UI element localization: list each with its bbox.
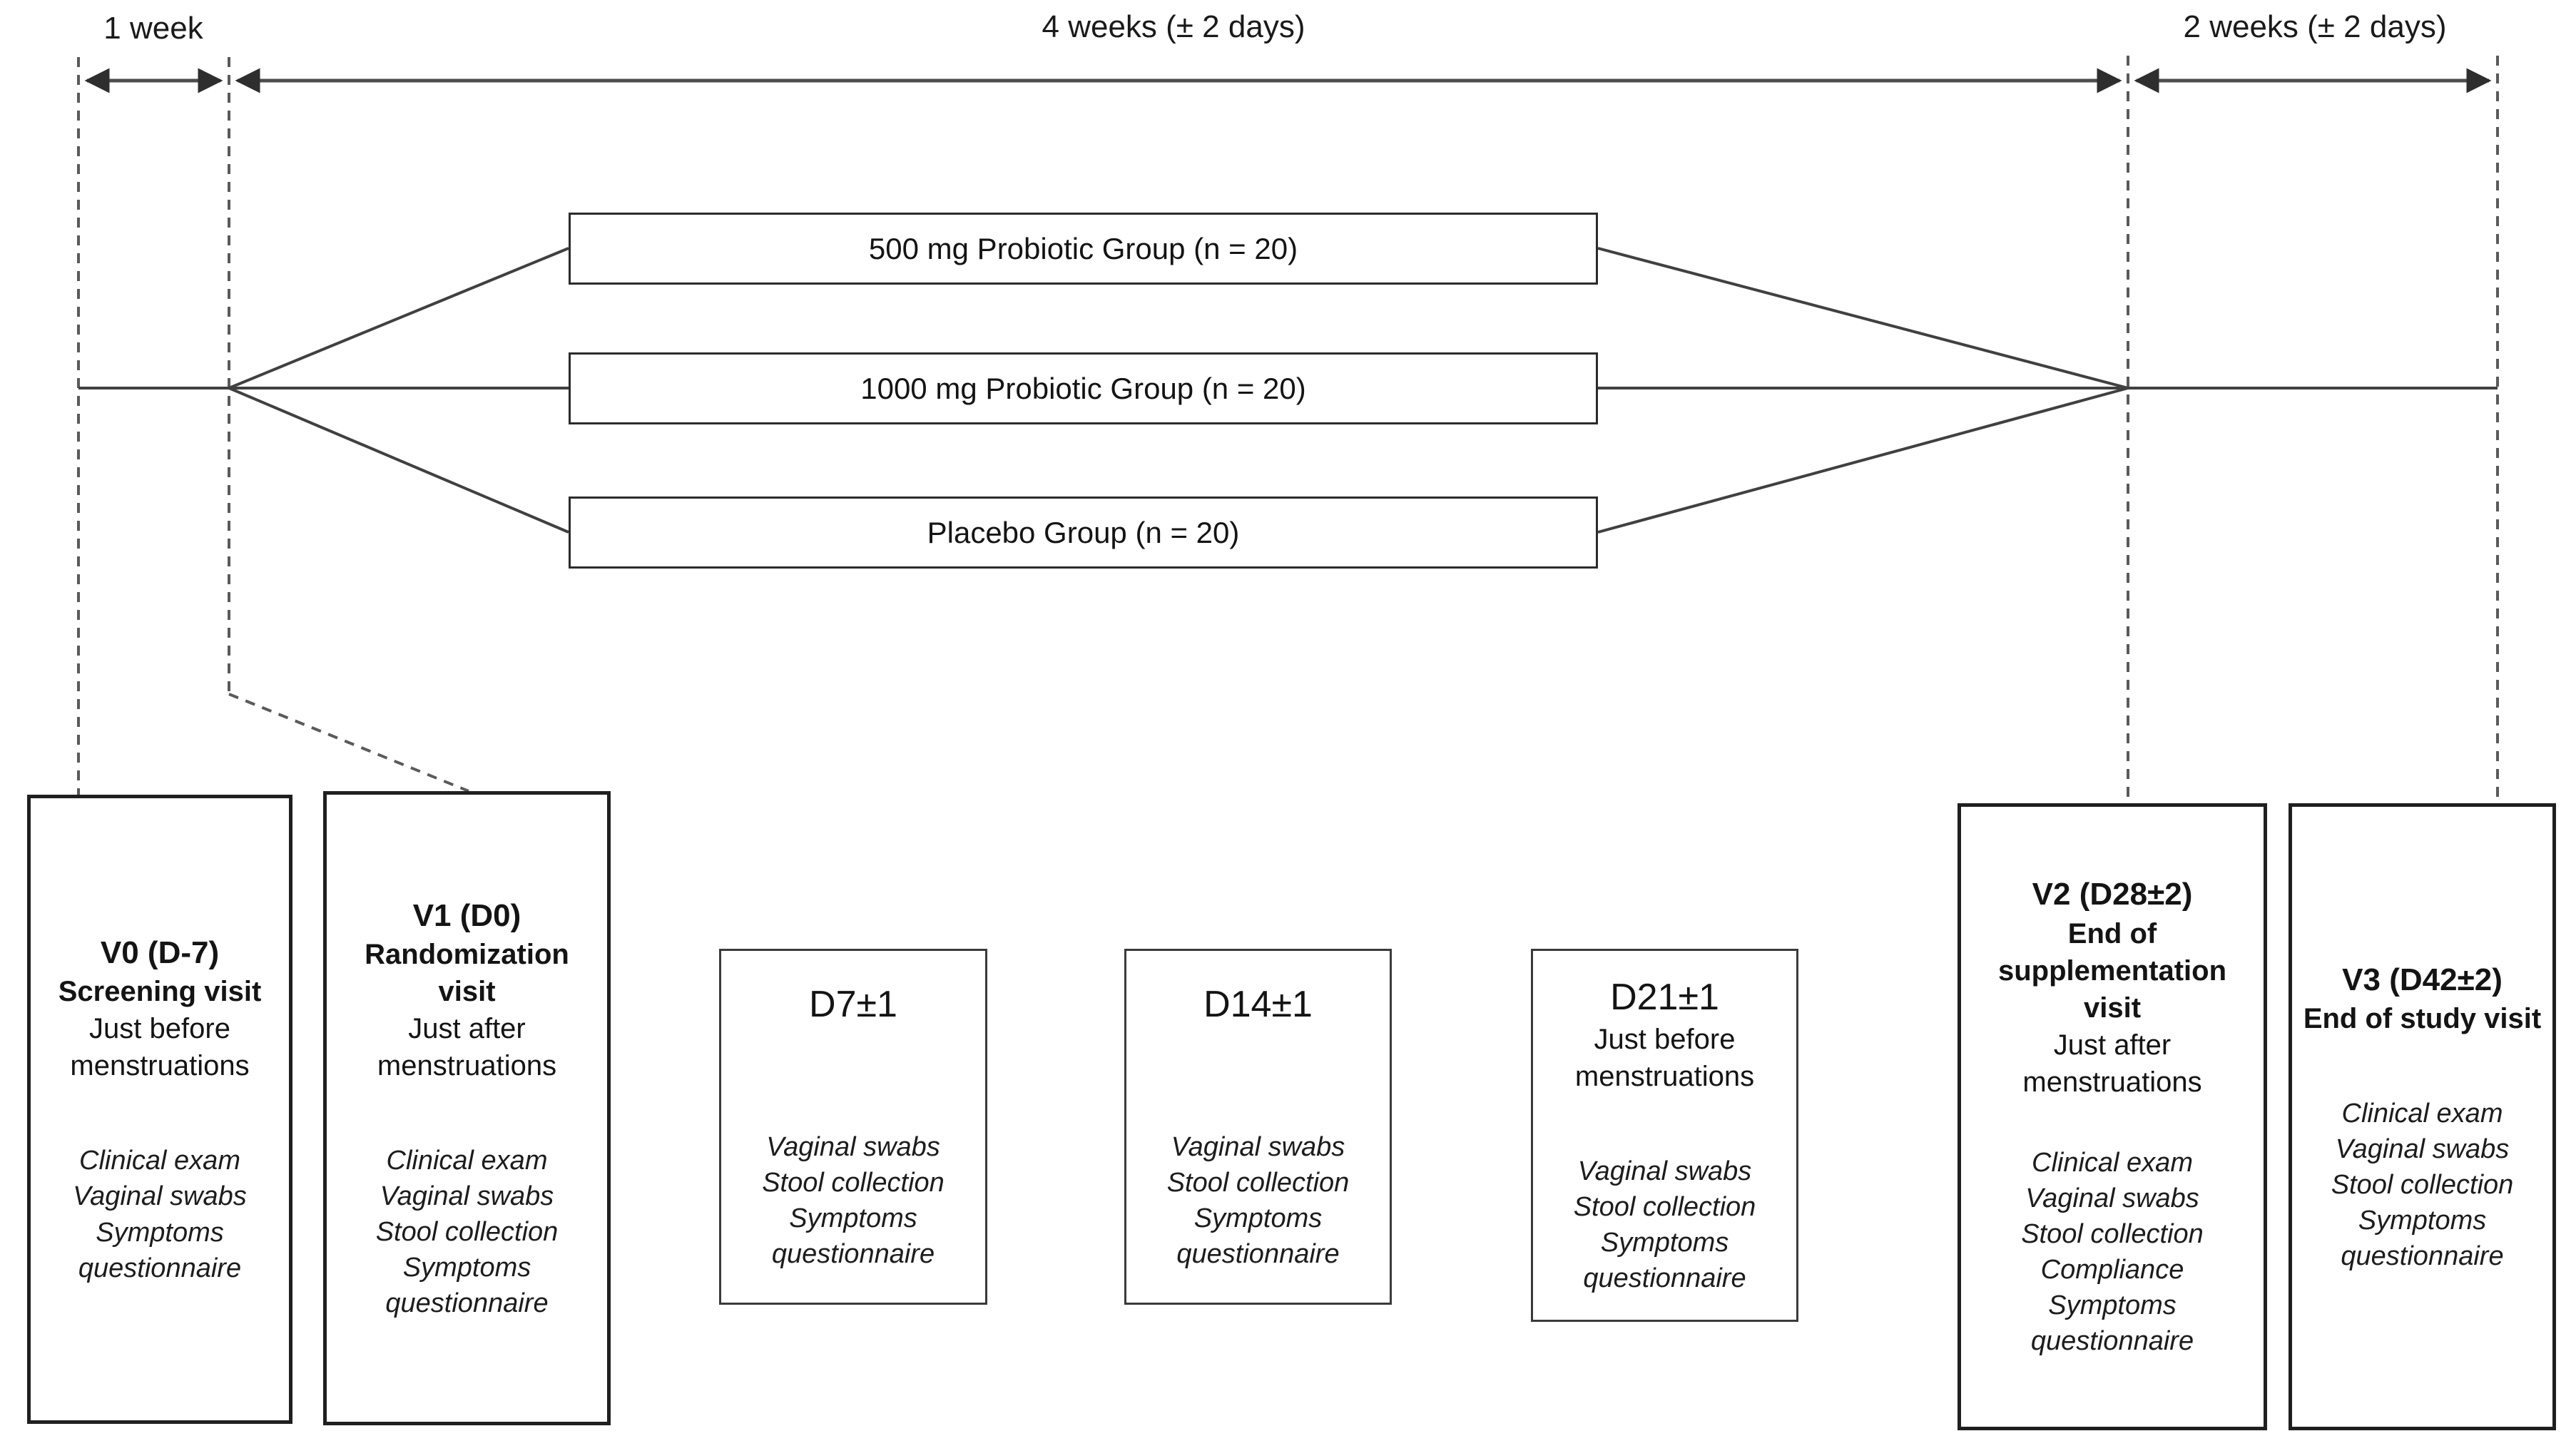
assessment-item: Symptoms questionnaire bbox=[385, 1253, 549, 1319]
visit-timing: Just after menstruations bbox=[2022, 1029, 2202, 1098]
visit-box-v0: V0 (D-7) Screening visit Just before men… bbox=[27, 795, 292, 1424]
group-box-1000mg: 1000 mg Probiotic Group (n = 20) bbox=[569, 352, 1598, 424]
assessment-item: Stool collection bbox=[762, 1167, 945, 1198]
visit-title: V2 (D28±2) bbox=[2032, 877, 2193, 912]
group-box-placebo: Placebo Group (n = 20) bbox=[569, 497, 1598, 569]
assessment-item: Clinical exam bbox=[2341, 1098, 2503, 1129]
assessment-item: Vaginal swabs bbox=[380, 1181, 554, 1211]
assessment-item: Symptoms questionnaire bbox=[2341, 1206, 2504, 1272]
assessment-item: Symptoms questionnaire bbox=[2030, 1290, 2194, 1357]
duration-label-2-weeks: 2 weeks (± 2 days) bbox=[2183, 9, 2447, 44]
branch-right-up bbox=[1597, 247, 2129, 389]
assessment-item: Clinical exam bbox=[79, 1146, 240, 1176]
duration-label-4-weeks: 4 weeks (± 2 days) bbox=[1042, 9, 1305, 44]
visit-title: V0 (D-7) bbox=[100, 935, 220, 971]
assessment-item: Vaginal swabs bbox=[1171, 1131, 1345, 1162]
assessment-item: Vaginal swabs bbox=[2335, 1134, 2510, 1164]
assessment-item: Clinical exam bbox=[386, 1145, 548, 1176]
visit-title: D21±1 bbox=[1610, 976, 1719, 1018]
assessment-item: Stool collection bbox=[2331, 1170, 2514, 1201]
visit-title: V1 (D0) bbox=[412, 897, 521, 933]
visit-timing: Just before menstruations bbox=[1574, 1023, 1755, 1092]
assessment-item: Symptoms questionnaire bbox=[771, 1203, 935, 1270]
visit-subtitle: Randomization visit bbox=[365, 938, 569, 1007]
visit-subtitle: Screening visit bbox=[58, 976, 262, 1008]
group-label: Placebo Group (n = 20) bbox=[927, 515, 1240, 549]
assessment-item: Stool collection bbox=[1573, 1191, 1756, 1222]
visit-subtitle: End of study visit bbox=[2303, 1002, 2542, 1034]
visit-box-d14: D14±1 Vaginal swabs Stool collection Sym… bbox=[1124, 949, 1392, 1305]
visit-title: D7±1 bbox=[809, 983, 897, 1025]
assessment-item: Stool collection bbox=[2021, 1218, 2204, 1249]
assessment-item: Vaginal swabs bbox=[766, 1131, 940, 1162]
assessment-item: Vaginal swabs bbox=[73, 1181, 247, 1212]
visit-timing: Just after menstruations bbox=[377, 1012, 557, 1081]
visit-box-d7: D7±1 Vaginal swabs Stool collection Symp… bbox=[719, 949, 987, 1305]
branch-left-up bbox=[228, 247, 569, 389]
duration-label-1-week: 1 week bbox=[103, 11, 203, 46]
assessment-item: Compliance bbox=[2040, 1255, 2184, 1285]
group-label: 500 mg Probiotic Group (n = 20) bbox=[868, 231, 1298, 265]
visit-box-v2: V2 (D28±2) End of supplementation visit … bbox=[1958, 803, 2267, 1430]
assessment-item: Vaginal swabs bbox=[2025, 1183, 2199, 1213]
visit-box-v3: V3 (D42±2) End of study visit Clinical e… bbox=[2289, 803, 2556, 1430]
visit-title: V3 (D42±2) bbox=[2342, 962, 2503, 997]
assessment-item: Symptoms questionnaire bbox=[78, 1217, 242, 1283]
assessment-item: Vaginal swabs bbox=[1577, 1156, 1752, 1186]
visit-title: D14±1 bbox=[1203, 983, 1313, 1025]
visit-subtitle: End of supplementation visit bbox=[1997, 917, 2227, 1024]
group-label: 1000 mg Probiotic Group (n = 20) bbox=[860, 371, 1306, 405]
dashed-line-v1-diagonal bbox=[228, 693, 469, 793]
assessment-item: Symptoms questionnaire bbox=[1176, 1203, 1340, 1270]
branch-left-down bbox=[228, 387, 569, 534]
assessment-item: Stool collection bbox=[1166, 1167, 1350, 1198]
assessment-item: Stool collection bbox=[375, 1217, 559, 1248]
group-box-500mg: 500 mg Probiotic Group (n = 20) bbox=[569, 213, 1598, 285]
visit-box-d21: D21±1 Just before menstruations Vaginal … bbox=[1531, 949, 1798, 1322]
assessment-item: Symptoms questionnaire bbox=[1583, 1228, 1746, 1294]
branch-right-down bbox=[1597, 387, 2129, 534]
visit-box-v1: V1 (D0) Randomization visit Just after m… bbox=[323, 791, 611, 1425]
assessment-item: Clinical exam bbox=[2032, 1147, 2193, 1178]
visit-timing: Just before menstruations bbox=[70, 1013, 250, 1082]
